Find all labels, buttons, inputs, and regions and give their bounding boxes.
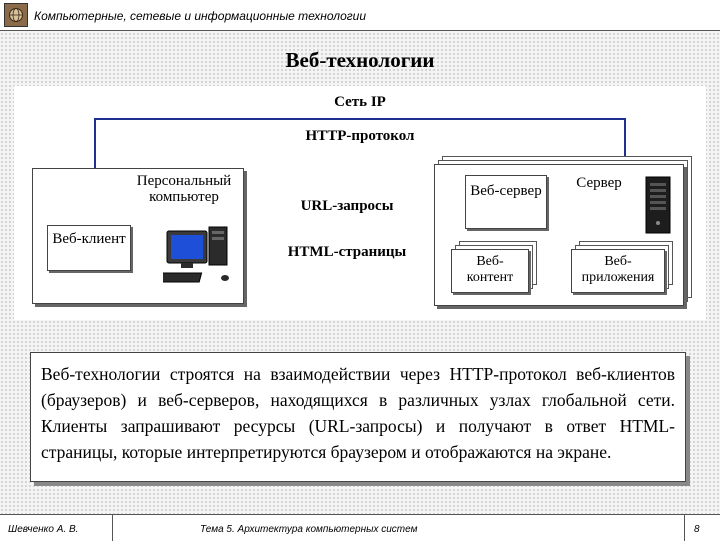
footer-divider <box>112 515 113 541</box>
web-content-label: Веб-контент <box>454 254 526 286</box>
desktop-computer-icon <box>163 223 235 289</box>
web-content-box: Веб-контент <box>451 249 529 293</box>
web-apps-label: Веб-приложения <box>572 254 664 286</box>
web-server-box: Веб-сервер <box>465 175 547 229</box>
footer-topic: Тема 5. Архитектура компьютерных систем <box>200 524 417 535</box>
slide-title: Веб-технологии <box>0 48 720 73</box>
web-client-box: Веб-клиент <box>47 225 131 271</box>
web-server-label: Веб-сервер <box>468 182 544 200</box>
pc-label: Персональный компьютер <box>125 173 243 205</box>
html-pages-label: HTML-страницы <box>262 244 432 261</box>
personal-computer-box: Персональный компьютер Веб-клиент <box>32 168 244 304</box>
web-client-label: Веб-клиент <box>50 230 128 248</box>
network-bus-line <box>94 118 626 120</box>
page-number: 8 <box>694 524 700 535</box>
server-label: Сервер <box>571 175 627 192</box>
footer-divider <box>684 515 685 541</box>
slide-header: Компьютерные, сетевые и информационные т… <box>0 0 720 31</box>
globe-emblem-icon <box>4 3 28 27</box>
network-label: Сеть IP <box>310 94 410 111</box>
url-requests-label: URL-запросы <box>262 198 432 215</box>
server-box: Сервер Веб-сервер Веб-контент Веб-прилож <box>434 164 684 306</box>
protocol-label: HTTP-протокол <box>280 128 440 145</box>
web-apps-box: Веб-приложения <box>571 249 665 293</box>
footer-author: Шевченко А. В. <box>8 524 78 535</box>
description-box: Веб-технологии строятся на взаимодействи… <box>30 352 686 482</box>
diagram-panel: Сеть IP HTTP-протокол Персональный компь… <box>14 86 706 320</box>
header-title: Компьютерные, сетевые и информационные т… <box>34 9 366 23</box>
server-tower-icon <box>641 175 675 235</box>
slide-footer: Шевченко А. В. Тема 5. Архитектура компь… <box>0 514 720 541</box>
